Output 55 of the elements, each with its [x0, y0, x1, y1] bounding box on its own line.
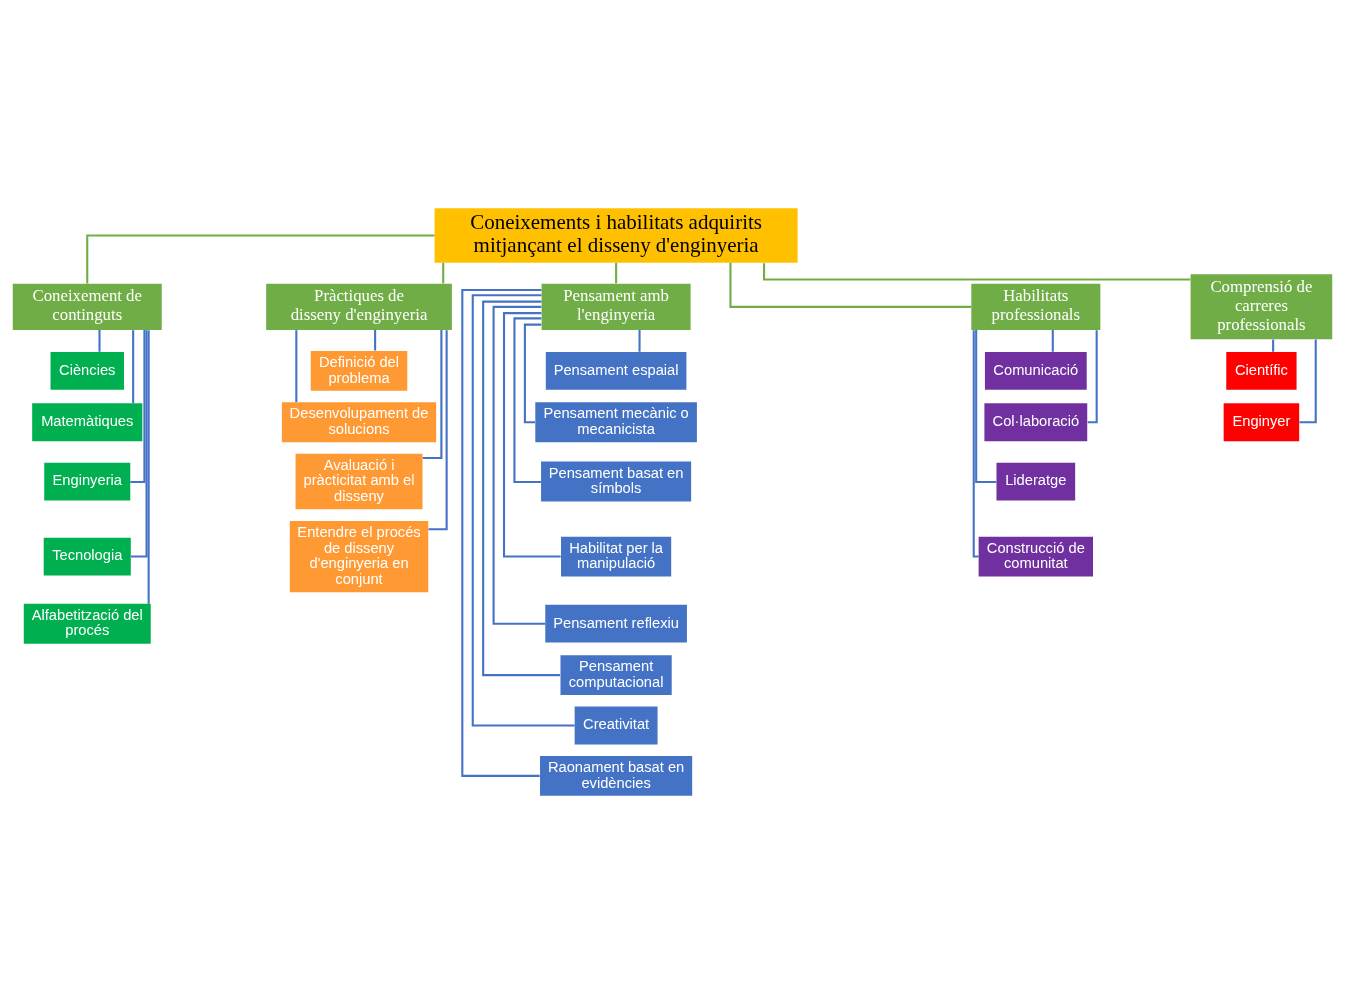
connector	[1051, 329, 1054, 352]
node-box: Col·laboració	[984, 403, 1088, 442]
node-box: Comprensió de carreres professionals	[1190, 274, 1333, 340]
node-box: Habilitats professionals	[971, 283, 1101, 330]
node-box: Alfabetització del procés	[23, 603, 151, 644]
node-box: Pensament amb l'enginyeria	[541, 283, 691, 330]
node-box: Ciències	[50, 351, 124, 390]
connector	[130, 330, 148, 558]
connector	[374, 329, 377, 351]
connector	[763, 263, 1191, 281]
node-box: Científic	[1226, 351, 1297, 390]
connector	[130, 330, 146, 484]
node-box: Desenvolupament de solucions	[281, 402, 437, 443]
connector	[638, 329, 641, 352]
connector	[98, 329, 101, 352]
node-box: Pensament mecànic o mecanicista	[535, 402, 697, 443]
connector	[513, 317, 542, 484]
connector	[295, 330, 298, 402]
node-box: Matemàtiques	[32, 403, 143, 442]
connector	[975, 330, 997, 484]
connector	[86, 234, 435, 284]
connector	[461, 289, 542, 777]
node-box: Construcció de comunitat	[978, 536, 1093, 577]
connector	[523, 323, 542, 424]
node-box: Raonament basat en evidències	[540, 755, 693, 796]
node-box: Pensament reflexiu	[545, 604, 687, 643]
node-box: Habilitat per la manipulació	[561, 536, 672, 577]
connector	[492, 305, 546, 625]
connector	[422, 330, 443, 459]
connector	[442, 262, 445, 284]
node-box: Enginyer	[1223, 403, 1300, 442]
connector	[1299, 339, 1317, 424]
connector	[615, 262, 618, 284]
node-box: Entendre el procés de disseny d'enginyeria en conjunt	[289, 520, 429, 593]
node-box: Pensament computacional	[560, 655, 672, 696]
connector	[1272, 339, 1275, 352]
connector	[132, 330, 135, 404]
node-box: Pensament basat en símbols	[541, 461, 692, 502]
connector	[729, 262, 972, 308]
node-box: Tecnologia	[43, 537, 131, 576]
node-box: Pensament espaial	[545, 351, 687, 390]
node-box: Coneixements i habilitats adquirits mitjançant el disseny d'enginyeria	[434, 208, 798, 263]
node-box: Enginyeria	[44, 462, 131, 501]
connector	[482, 300, 561, 677]
connector	[471, 294, 575, 727]
connector	[1087, 330, 1098, 424]
connector	[502, 312, 561, 558]
node-box: Comunicació	[984, 351, 1087, 390]
node-box: Creativitat	[574, 706, 658, 745]
node-box: Lideratge	[996, 462, 1076, 501]
connector	[147, 330, 150, 604]
node-box: Definició del problema	[310, 350, 408, 391]
node-box: Coneixement de continguts	[12, 283, 162, 330]
node-box: Avaluació i pràcticitat amb el disseny	[295, 453, 423, 510]
node-box: Pràctiques de disseny d'enginyeria	[266, 283, 452, 330]
